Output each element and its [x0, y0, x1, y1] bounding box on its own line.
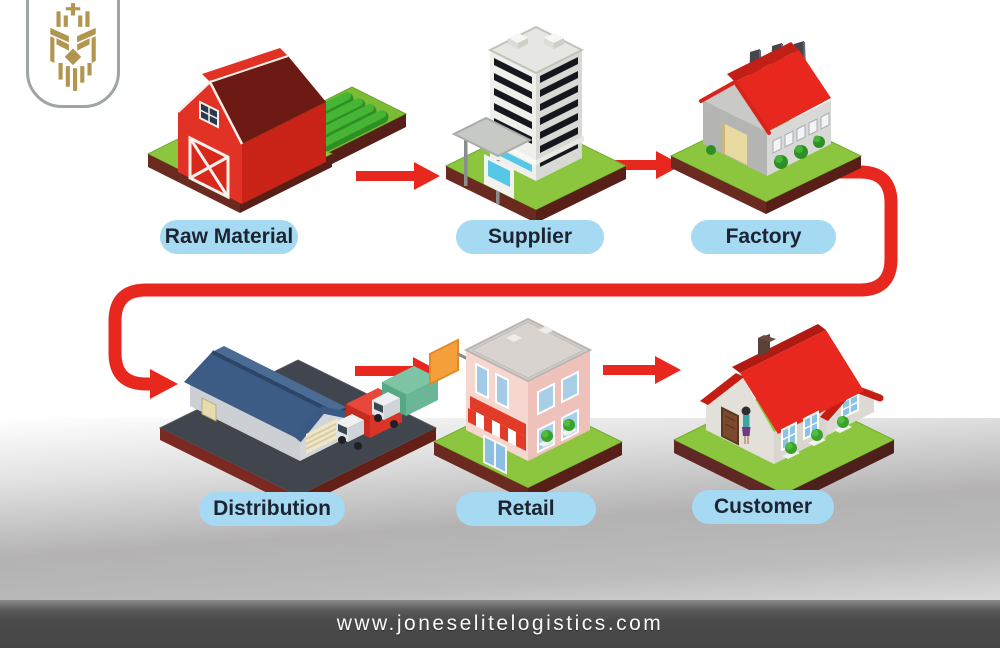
- teal-truck: [372, 366, 438, 428]
- label-retail: Retail: [456, 492, 596, 526]
- customer-illustration: [672, 324, 896, 507]
- arrow-raw-to-supplier: [356, 162, 440, 190]
- label-supplier: Supplier: [456, 220, 604, 254]
- label-factory: Factory: [691, 220, 836, 254]
- footer-bar: www.joneselitelogistics.com: [0, 600, 1000, 648]
- footer-url: www.joneselitelogistics.com: [336, 612, 664, 635]
- person: [741, 406, 751, 444]
- distribution-illustration: [158, 346, 438, 505]
- retail-illustration: [429, 317, 624, 501]
- raw-material-illustration: [146, 48, 408, 213]
- label-raw-material: Raw Material: [160, 220, 298, 254]
- label-distribution: Distribution: [199, 492, 345, 526]
- supplier-illustration: [444, 25, 628, 223]
- arrow-retail-to-customer: [603, 356, 681, 384]
- label-customer: Customer: [692, 490, 834, 524]
- factory-illustration: [669, 41, 863, 214]
- arrow-supplier-to-factory: [598, 151, 682, 179]
- crest-icon: [50, 3, 96, 91]
- logo-card: [26, 0, 120, 108]
- arrow-factory-to-distribution: [108, 165, 898, 391]
- arrow-factory-to-distribution-head: [150, 369, 178, 399]
